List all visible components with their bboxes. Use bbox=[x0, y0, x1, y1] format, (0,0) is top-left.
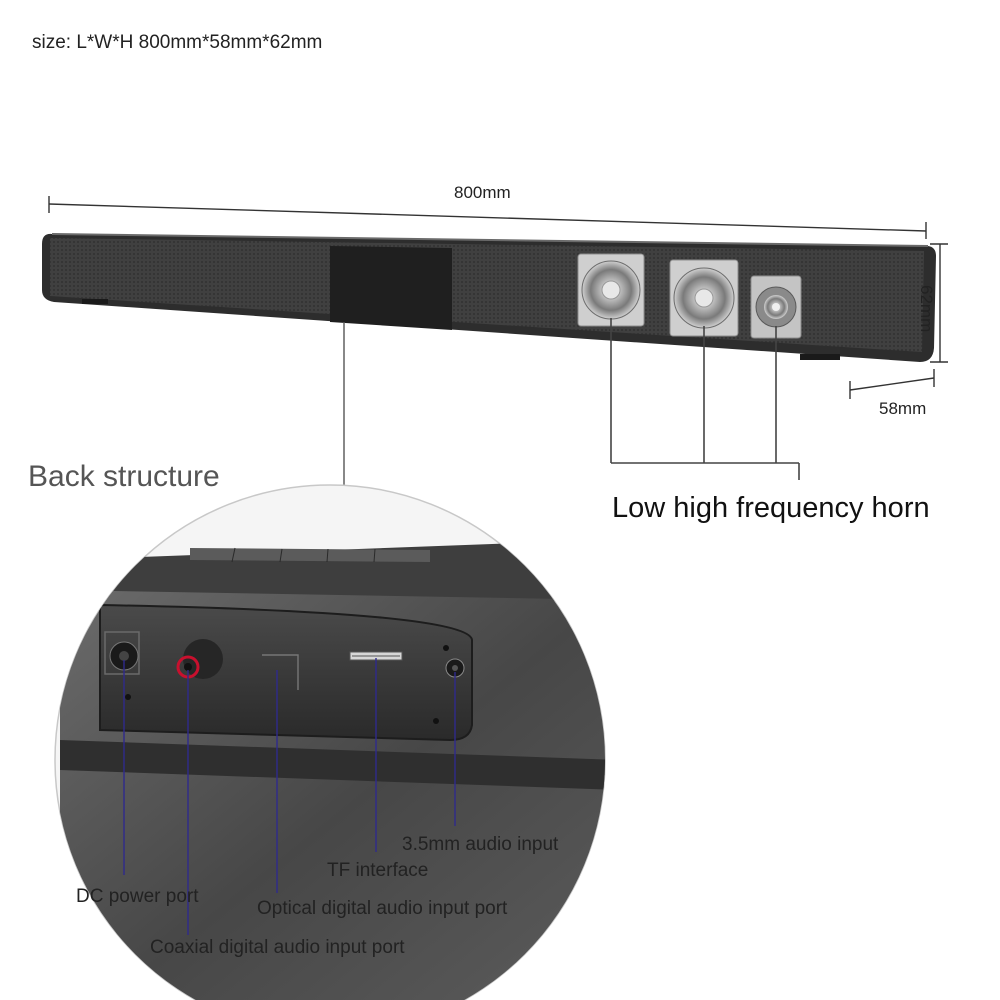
tweeter-icon bbox=[750, 275, 802, 339]
length-label: 800mm bbox=[454, 183, 511, 202]
woofer-right-icon bbox=[669, 259, 739, 337]
height-label: 62mm bbox=[917, 285, 936, 333]
soundbar bbox=[42, 233, 936, 362]
height-dimension-line bbox=[930, 243, 948, 363]
back-structure-zoom bbox=[54, 484, 606, 1000]
coaxial-port-label: Coaxial digital audio input port bbox=[150, 937, 405, 958]
horn-label: Low high frequency horn bbox=[612, 492, 930, 524]
dc-power-label: DC power port bbox=[76, 886, 199, 907]
horn-callout-bracket bbox=[610, 318, 800, 480]
audio-35mm-label: 3.5mm audio input bbox=[402, 834, 559, 855]
depth-dimension-line bbox=[849, 369, 935, 399]
port-callout-lines bbox=[123, 658, 456, 935]
depth-label: 58mm bbox=[879, 399, 927, 418]
woofer-left-icon bbox=[577, 253, 645, 327]
optical-port-label: Optical digital audio input port bbox=[257, 898, 508, 919]
tf-interface-label: TF interface bbox=[327, 860, 429, 881]
length-dimension-line bbox=[48, 196, 927, 239]
back-structure-title: Back structure bbox=[28, 460, 220, 493]
size-specification: size: L*W*H 800mm*58mm*62mm bbox=[32, 32, 323, 53]
